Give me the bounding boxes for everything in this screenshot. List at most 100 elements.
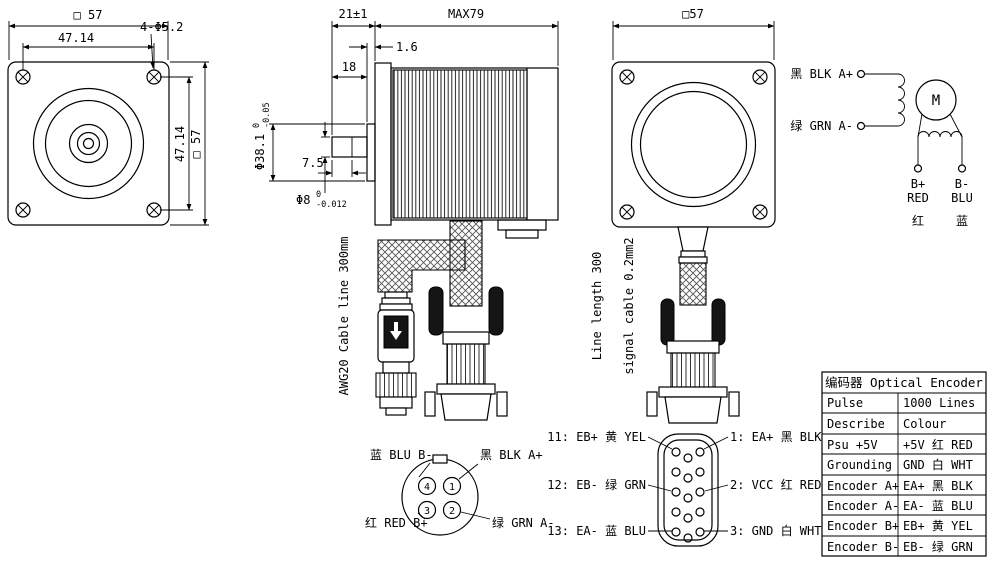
- keying-notch: [432, 454, 448, 464]
- dimension-boss-step: 1.6: [349, 40, 418, 122]
- wire-label-blk: 黑 BLK A+: [480, 448, 543, 462]
- db9-connector: [424, 286, 508, 421]
- plug-arrow-icon: [394, 322, 398, 331]
- dim-holes-text: 4-Φ5.2: [140, 20, 183, 34]
- table-title: 编码器 Optical Encoder: [825, 375, 983, 390]
- pin-12-label: 12: EB- 绿 GRN: [547, 477, 646, 492]
- pin-11-label: 11: EB+ 黄 YEL: [547, 430, 646, 444]
- heatsink-fins: [392, 69, 528, 219]
- pilot-boss: [366, 123, 376, 182]
- db15-pins: [671, 447, 705, 543]
- corner-screw: [752, 69, 768, 85]
- dimension-boss-diameter: Φ38.1 0 -0.05: [252, 102, 365, 182]
- encoder-cover-circle: [630, 81, 757, 208]
- encoder-cover-circle-inner: [639, 90, 748, 199]
- dim-hole-spacing-v-text: 47.14: [173, 126, 187, 162]
- table-border: [821, 371, 987, 557]
- row-value: +5V 红 RED: [903, 437, 973, 452]
- table-row: Encoder B- EB- 绿 GRN: [827, 539, 973, 554]
- terminal-dot: [856, 121, 866, 131]
- dim-flange-width-text: □ 57: [74, 8, 103, 22]
- dimension-hole-spacing-vertical: 47.14: [160, 76, 193, 211]
- row-value: EA+ 黑 BLK: [903, 479, 974, 493]
- dimension-flange-width: □ 57: [8, 8, 169, 60]
- braided-cable-elbow: [377, 239, 466, 293]
- b-minus-label: B-: [955, 177, 969, 191]
- row-value: 1000 Lines: [903, 396, 975, 410]
- motor-symbol-circle: [915, 79, 957, 121]
- dimension-shaft-length: 21±1: [331, 7, 376, 135]
- wire-label-grn: 绿 GRN A-: [492, 515, 555, 530]
- pin-3: [417, 500, 437, 520]
- row-label: Encoder B+: [827, 519, 899, 533]
- dim-rear-width-text: □57: [682, 7, 704, 21]
- cable-spec-label: AWG20 Cable line 300mm: [337, 237, 351, 396]
- table-row: Psu +5V +5V 红 RED: [827, 437, 973, 452]
- row-label: Encoder A-: [827, 499, 899, 513]
- dim-boss-step-text: 1.6: [396, 40, 418, 54]
- dimension-shaft-diameter: Φ8 0 -0.012: [296, 122, 347, 210]
- table-row: Describe Colour: [827, 417, 946, 431]
- tol-boss-hi-text: 0: [252, 123, 262, 128]
- dimension-hole-spacing-horizontal: 47.14: [22, 31, 155, 70]
- table-row: Encoder A- EA- 蓝 BLU: [827, 499, 973, 513]
- braided-cable: [679, 262, 707, 306]
- cable-spec-label: signal cable 0.2mm2: [622, 237, 636, 374]
- winding-diagram: 黑 BLK A+ 绿 GRN A- M B+ B- RED BLU 红 蓝: [790, 67, 972, 228]
- coil-phase-b: [917, 131, 963, 138]
- dimension-mounting-holes: 4-Φ5.2: [140, 20, 183, 69]
- corner-screw: [146, 202, 162, 218]
- rear-view: □57 Line length 300 signal cable 0.2mm2: [590, 7, 776, 424]
- encoder-connector-pinout: 11: EB+ 黄 YEL 12: EB- 绿 GRN 13: EA- 蓝 BL…: [547, 430, 822, 547]
- row-value: GND 白 WHT: [903, 457, 973, 472]
- dim-boss-dia-text: Φ38.1: [253, 134, 267, 170]
- row-label: Describe: [827, 417, 885, 431]
- pin-2-number: 2: [449, 506, 455, 517]
- coil-phase-a: [897, 73, 905, 127]
- dim-body-len-text: MAX79: [448, 7, 484, 21]
- dimension-shaft-flat: 18: [331, 60, 368, 80]
- corner-screw: [146, 69, 162, 85]
- corner-screw: [15, 202, 31, 218]
- dimension-body-length: MAX79: [374, 7, 559, 66]
- circular-power-plug: [375, 291, 417, 416]
- wire-label-blu: 蓝 BLU B-: [370, 448, 433, 462]
- pin-4: [417, 476, 437, 496]
- terminal-dot: [856, 69, 866, 79]
- row-value: Colour: [903, 417, 946, 431]
- motor-face-circles: [32, 87, 145, 200]
- corner-screw: [15, 69, 31, 85]
- b-plus-color-label: RED: [907, 191, 929, 205]
- dim-shaft-len-text: 21±1: [339, 7, 368, 21]
- row-label: Psu +5V: [827, 438, 878, 452]
- terminal-dot: [913, 164, 923, 173]
- shaft: [331, 136, 368, 158]
- row-value: EB+ 黄 YEL: [903, 519, 973, 533]
- dimension-flange-height: □ 57: [170, 61, 209, 226]
- table-row: Encoder B+ EB+ 黄 YEL: [827, 519, 973, 533]
- tol-shaft-lo-text: -0.012: [316, 200, 347, 210]
- terminal-dot: [957, 164, 967, 173]
- corner-screw: [619, 69, 635, 85]
- table-row: Grounding GND 白 WHT: [827, 457, 973, 472]
- pin-2-label: 2: VCC 红 RED: [730, 477, 821, 492]
- row-label: Pulse: [827, 396, 863, 410]
- b-plus-cn-label: 红: [912, 213, 924, 228]
- wire-label-red: 红 RED B+: [365, 515, 428, 530]
- pin-1-number: 1: [449, 482, 455, 493]
- motor-symbol-text: M: [932, 93, 940, 109]
- tol-shaft-hi-text: 0: [316, 190, 321, 200]
- row-value: EB- 绿 GRN: [903, 539, 973, 554]
- power-connector-pinout: 4 1 3 2 蓝 BLU B- 黑 BLK A+ 红 RED B+ 绿 GRN…: [365, 448, 555, 536]
- b-minus-cn-label: 蓝: [956, 214, 968, 228]
- dimension-key-length: 7.5: [302, 156, 366, 177]
- dim-shaft-flat-text: 18: [342, 60, 356, 74]
- pin-3-number: 3: [424, 506, 430, 517]
- pin-1-label: 1: EA+ 黑 BLK: [730, 430, 822, 444]
- side-view: 21±1 MAX79 1.6 18 Φ38.1 0 -0.05: [252, 7, 559, 421]
- db15-connector: [646, 298, 740, 424]
- pin-13-label: 13: EA- 蓝 BLU: [547, 524, 646, 538]
- cable-length-label: Line length 300: [590, 252, 604, 360]
